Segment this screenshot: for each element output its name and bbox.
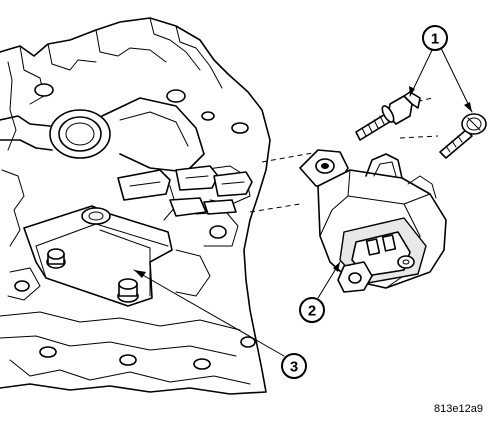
callout-2: 2 [299, 297, 325, 323]
leader-lines [133, 45, 473, 357]
callout-2-number: 2 [308, 303, 316, 320]
callout-3: 3 [281, 353, 307, 379]
engine-block [0, 17, 271, 395]
callout-1: 1 [422, 25, 448, 51]
bolt-lower [439, 113, 487, 159]
bolt-upper [355, 91, 421, 141]
alignment-lines [249, 97, 439, 213]
callout-3-number: 3 [290, 359, 298, 376]
wiring-clips [117, 165, 253, 217]
sensor-module [299, 149, 447, 293]
mounting-bracket [23, 205, 173, 307]
callout-1-number: 1 [431, 31, 439, 48]
figure-id: 813e12a9 [434, 403, 483, 415]
